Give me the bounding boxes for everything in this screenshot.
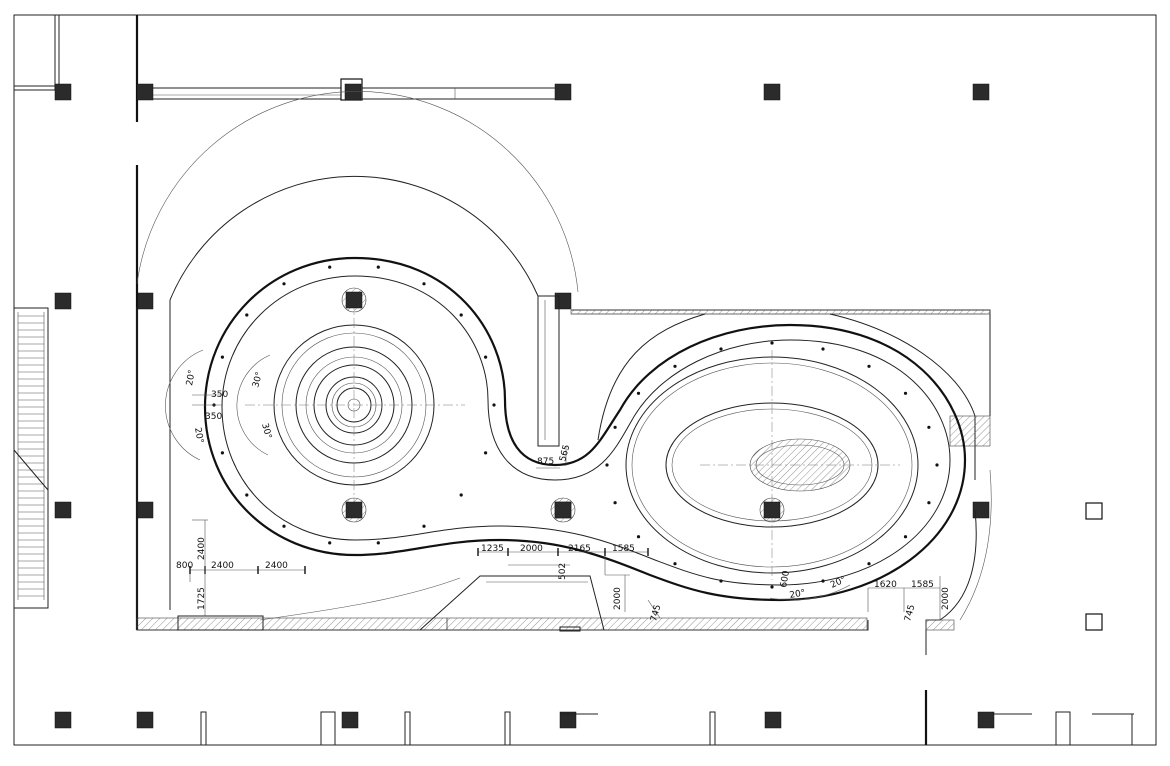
dim-2165: 2165: [568, 544, 591, 554]
downlight-dot: [927, 425, 931, 429]
downlight-dot: [484, 451, 488, 455]
downlight-dot: [935, 463, 939, 467]
dim-2400-horizontal-1: 2400: [211, 561, 234, 571]
downlight-dot: [282, 282, 286, 286]
dim-565: 565: [558, 444, 572, 463]
dimension-lines: [165, 349, 941, 620]
downlight-dots: [212, 265, 939, 589]
angle-30-lower: 30°: [259, 422, 273, 440]
dim-1620: 1620: [874, 580, 897, 590]
downlight-dot: [245, 493, 249, 497]
dim-2000: 2000: [520, 544, 543, 554]
downlight-dot: [770, 585, 774, 589]
dim-2400-horizontal-2: 2400: [265, 561, 288, 571]
dim-2000-vertical: 2000: [613, 587, 623, 610]
downlight-dot: [328, 541, 332, 545]
downlight-dot: [867, 562, 871, 566]
downlight-dot: [459, 493, 463, 497]
downlight-dot: [613, 425, 617, 429]
downlight-dot: [220, 451, 224, 455]
downlight-dot: [770, 341, 774, 345]
downlight-dot: [605, 463, 609, 467]
dim-1235: 1235: [481, 544, 504, 554]
dimension-texts: 1235 2000 2165 1585 502 2000 745 875 565…: [176, 390, 951, 623]
downlight-dot: [484, 355, 488, 359]
dim-2400-vertical: 2400: [197, 537, 207, 560]
dim-875: 875: [537, 457, 554, 467]
room-outline: [135, 91, 992, 655]
downlight-dot: [673, 562, 677, 566]
downlight-dot: [636, 535, 641, 539]
angle-20-bottom-a: 20°: [789, 588, 806, 601]
downlight-dot: [719, 347, 723, 351]
angle-30-upper: 30°: [251, 371, 265, 389]
dim-350-top: 350: [211, 390, 228, 400]
angle-20-upper-left: 20°: [185, 369, 198, 386]
downlight-dot: [903, 391, 908, 395]
downlight-dot: [613, 501, 617, 505]
dim-745: 745: [649, 604, 663, 623]
staircase: [13, 307, 49, 609]
dim-1725: 1725: [197, 587, 207, 610]
downlight-dot: [636, 391, 641, 395]
downlight-dot: [376, 265, 380, 269]
downlight-dot: [220, 355, 224, 359]
right-ellipse-ceiling: [550, 350, 919, 580]
angle-20-bottom-b: 20°: [829, 575, 848, 591]
downlight-dot: [821, 579, 825, 583]
downlight-dot: [492, 403, 496, 407]
downlight-dot: [903, 535, 908, 539]
downlight-dot: [459, 313, 463, 317]
downlight-dot: [245, 313, 249, 317]
dim-1585: 1585: [612, 544, 635, 554]
downlight-dot: [422, 524, 426, 528]
left-circle-ceiling: [245, 287, 465, 523]
downlight-dot: [282, 524, 286, 528]
downlight-dot: [328, 265, 332, 269]
ceiling-band-outer: [203, 256, 967, 602]
downlight-dot: [821, 347, 825, 351]
downlight-dot: [422, 282, 426, 286]
bottom-partitions: [200, 690, 1134, 746]
downlight-dot: [927, 501, 931, 505]
downlight-dot: [376, 541, 380, 545]
dim-350-bottom: 350: [205, 412, 222, 422]
downlight-dot: [673, 364, 677, 368]
dim-800: 800: [176, 561, 193, 571]
dim-745-right: 745: [903, 604, 917, 623]
dim-1585-right: 1585: [911, 580, 934, 590]
downlight-dot: [867, 364, 871, 368]
top-wall: [14, 15, 556, 122]
downlight-dot: [719, 579, 723, 583]
dim-600: 600: [779, 570, 792, 589]
dim-2000-right: 2000: [941, 587, 951, 610]
dim-502: 502: [558, 563, 568, 580]
angle-20-lower-left: 20°: [192, 427, 205, 444]
